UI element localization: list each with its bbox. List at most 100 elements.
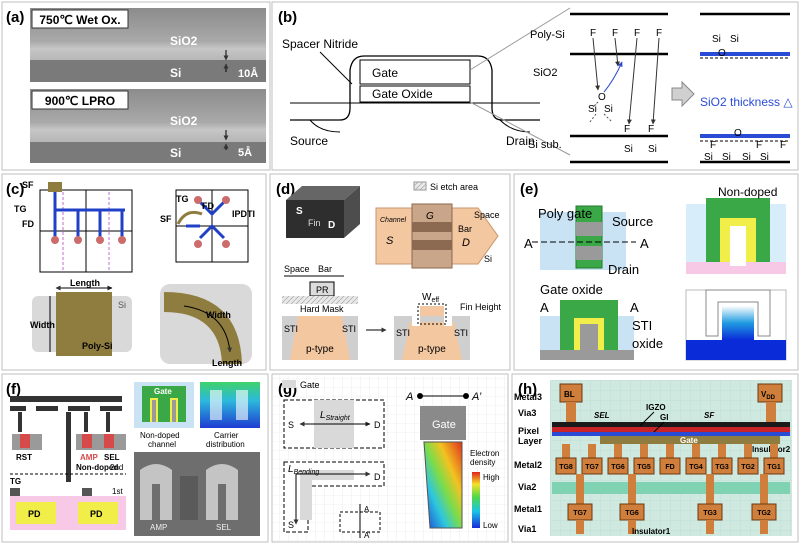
- via-connection: [744, 444, 752, 458]
- metal2-label: TG8: [559, 464, 573, 471]
- panel-c: (c) SF TG FD TG FD SF IPDTI Length: [1, 173, 267, 371]
- fin-outline: [210, 390, 222, 420]
- panel-letter: (h): [518, 381, 537, 398]
- label-pr: PR: [316, 285, 329, 295]
- via3: [766, 402, 776, 422]
- metal1-label: TG7: [573, 510, 587, 517]
- label-2nd: 2nd: [110, 463, 123, 472]
- label-channel-1: Non-doped: [140, 431, 180, 440]
- label-sel: SEL: [594, 411, 610, 420]
- title-box: [31, 90, 129, 110]
- metal1-label: TG3: [703, 510, 717, 517]
- label-bl: BL: [564, 390, 575, 399]
- label-sf: SF: [704, 411, 715, 420]
- via-connection: [666, 444, 674, 458]
- f-atom: F: [780, 140, 786, 151]
- si-atom: Si: [648, 144, 657, 155]
- layer-labels: Metal3 Via3 Pixel Layer Metal2 Via2 Meta…: [514, 392, 543, 534]
- fin-core: [172, 400, 176, 422]
- arrow-mark: [614, 37, 621, 67]
- label-carrier-2: distribution: [206, 440, 245, 449]
- gate-outline: [705, 289, 771, 337]
- label-oxide: oxide: [632, 336, 663, 351]
- substrate-grey: [540, 350, 634, 360]
- poly-si-bent: [164, 292, 242, 364]
- gate-cross-section: [706, 198, 770, 262]
- arrow-mark: [626, 37, 638, 125]
- label-via2: Via2: [518, 482, 536, 492]
- label-channel: Channel: [380, 217, 407, 224]
- label-poly: Poly-Si: [530, 29, 565, 41]
- igzo-layer: [552, 427, 790, 432]
- f-atom: F: [656, 28, 662, 39]
- substrate-heat: [686, 340, 786, 360]
- metal2-label: TG1: [767, 464, 781, 471]
- via3: [566, 402, 576, 422]
- gate-cross-section: [560, 300, 618, 350]
- panel-f: (f) RST AMP SEL 2nd Non-doped TG 1st PD …: [1, 373, 269, 543]
- label-sisub: Si sub.: [528, 139, 562, 151]
- label-s: S: [296, 206, 303, 217]
- poly-si-gate: [56, 292, 112, 356]
- bar-region: [412, 222, 452, 232]
- panel-letter: (b): [278, 9, 297, 26]
- fin-outline: [236, 390, 248, 420]
- label-a: A: [640, 236, 649, 251]
- via1-connection: [706, 520, 714, 534]
- label-a: A: [630, 300, 639, 315]
- label-d: D: [462, 237, 470, 249]
- label-low: Low: [483, 521, 498, 530]
- metal2-label: TG6: [611, 464, 625, 471]
- si-atom: Si: [722, 152, 731, 163]
- metal2-label: TG2: [741, 464, 755, 471]
- label-lstraight: LStraight: [320, 410, 351, 422]
- label-sio2: SiO2: [170, 34, 198, 48]
- tg-block: [82, 488, 92, 496]
- tem-si-bottom: [30, 142, 266, 163]
- via-connection: [692, 444, 700, 458]
- label-etch: Si etch area: [430, 182, 478, 192]
- label-density-2: density: [470, 458, 495, 467]
- panel-letter: (c): [6, 181, 24, 198]
- si-atom: Si: [588, 104, 597, 115]
- label-a: A: [364, 505, 370, 514]
- panel-g: (g) Gate S D LStraight LBending D S A A’…: [271, 373, 509, 543]
- label-s: S: [386, 235, 394, 247]
- label-gi: GI: [660, 413, 668, 422]
- label-length: Length: [212, 358, 242, 368]
- label-hardmask: Hard Mask: [300, 304, 344, 314]
- zoom-line: [469, 7, 571, 71]
- si-atom: Si: [624, 144, 633, 155]
- panel-e: (e) Poly gate Source Drain A A Non-doped…: [513, 173, 799, 371]
- label-si: Si: [170, 146, 181, 160]
- label-ptype: p-type: [306, 344, 334, 355]
- metal2-block: [737, 457, 759, 475]
- o-atom: O: [718, 48, 726, 59]
- label-sem-sel: SEL: [216, 523, 232, 532]
- label-ptype: p-type: [418, 344, 446, 355]
- label-gateoxide: Gate oxide: [540, 282, 603, 297]
- title-box: [31, 9, 129, 29]
- label-tg: TG: [10, 477, 21, 486]
- metal1-label: TG2: [757, 510, 771, 517]
- end-dot: [463, 393, 469, 399]
- arrow-mark: [650, 37, 660, 125]
- substrate-pink: [686, 262, 786, 274]
- si-atom: Si: [704, 152, 713, 163]
- metal2-block: [633, 457, 655, 475]
- fin-top-section: [420, 306, 444, 316]
- gate-oxide-block: [359, 85, 471, 103]
- label-bar: Bar: [318, 264, 332, 274]
- via-connection: [640, 444, 648, 458]
- label-layer: Layer: [518, 436, 543, 446]
- label-fin: Fin: [308, 218, 321, 228]
- metal2-label: TG5: [637, 464, 651, 471]
- metal-lines: [10, 396, 122, 482]
- label-weff: Weff: [422, 292, 439, 304]
- label-s: S: [288, 420, 294, 430]
- panel-d: (d) S D Fin Si etch area G S D Channel B…: [269, 173, 511, 371]
- metal2-block: [763, 457, 785, 475]
- pointer-line: [639, 411, 655, 427]
- si-atom: Si: [712, 34, 721, 45]
